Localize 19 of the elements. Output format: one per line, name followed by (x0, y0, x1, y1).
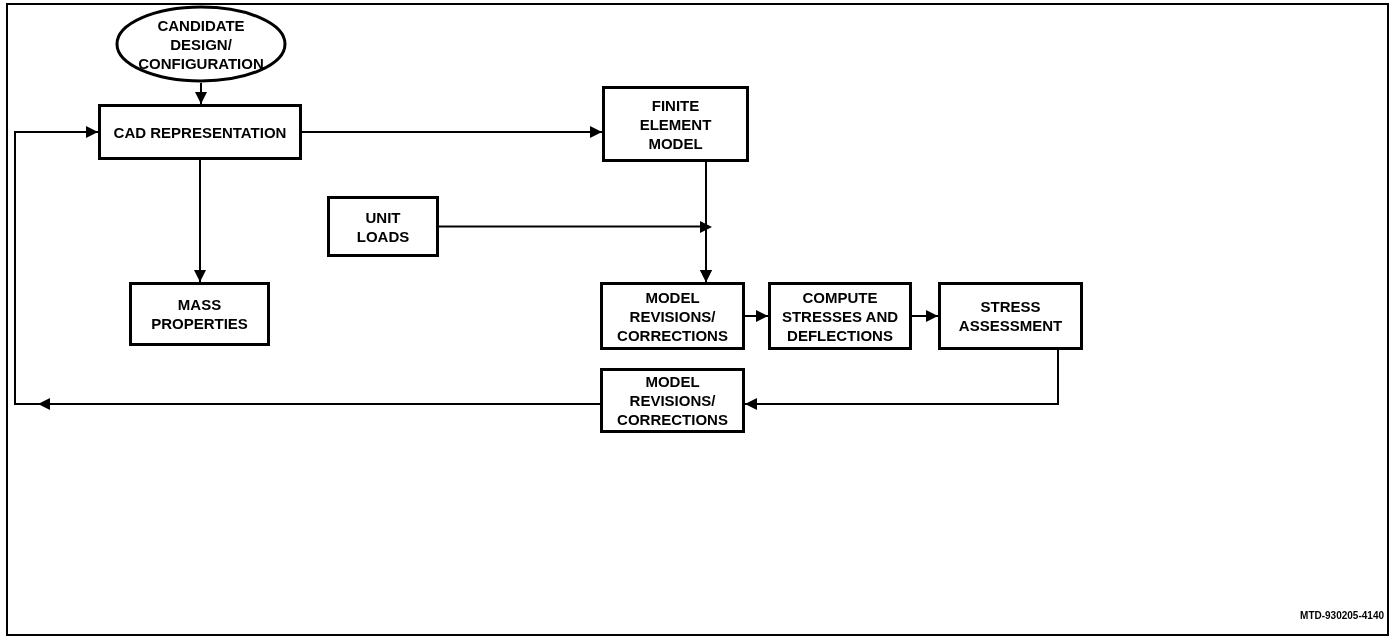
node-label: MODEL REVISIONS/ CORRECTIONS (616, 372, 729, 429)
node-label: CANDIDATE DESIGN/ CONFIGURATION (137, 15, 265, 73)
node-label: FINITE ELEMENT MODEL (638, 95, 713, 153)
start-ellipse (115, 5, 287, 83)
node-label: UNIT LOADS (355, 207, 411, 246)
process-box (98, 104, 302, 160)
process-box (768, 282, 912, 350)
node-label: COMPUTE STRESSES AND DEFLECTIONS (780, 287, 900, 345)
node-label: MASS PROPERTIES (150, 295, 249, 333)
node-label: CAD REPRESENTATION (113, 122, 287, 142)
process-box (602, 86, 749, 162)
node-label: STRESS ASSESSMENT (957, 297, 1064, 335)
process-box (600, 368, 745, 433)
process-box (600, 282, 745, 350)
process-box (129, 282, 270, 346)
figure-id: MTD-930205-4140 (1300, 610, 1384, 621)
process-box (938, 282, 1083, 350)
node-label: MODEL REVISIONS/ CORRECTIONS (616, 287, 729, 345)
process-box (327, 196, 439, 257)
